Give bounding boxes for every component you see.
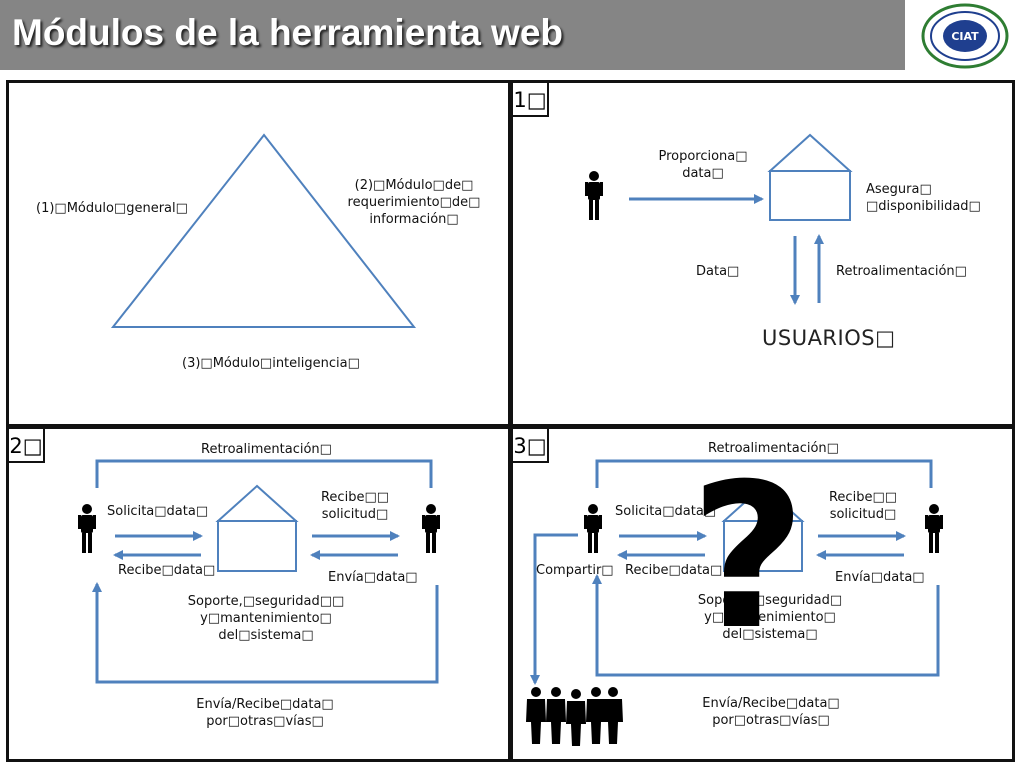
label-recibe-solicitud: Recibe□□ solicitud□: [828, 490, 898, 522]
person-icon: [584, 504, 602, 553]
label-envia-recibe: Envía/Recibe□data□ por□otras□vías□: [702, 696, 840, 728]
ciat-logo: CIAT: [921, 3, 1009, 69]
arrow-otras-vias: [592, 574, 940, 677]
panel-1: 1□: [510, 80, 1015, 427]
house-icon: [215, 484, 299, 572]
house-icon: [767, 133, 853, 221]
question-mark: ?: [690, 441, 807, 674]
page-title: Módulos de la herramienta web: [12, 12, 564, 53]
people-group-icon: [526, 687, 623, 746]
person-icon: [585, 171, 603, 220]
label-soporte: Soporte,□seguridad□□ y□mantenimiento□ de…: [187, 594, 345, 643]
panel-number: 2□: [9, 429, 45, 463]
person-icon: [422, 504, 440, 553]
panel-number: 3□: [513, 429, 549, 463]
header-bar: Módulos de la herramienta web: [0, 0, 905, 70]
retro-loop-line: [95, 459, 433, 488]
logo-text: CIAT: [951, 30, 979, 43]
panel-modules-triangle: [6, 80, 511, 427]
panel-2: 2□: [6, 426, 511, 762]
label-envia-data: Envía□data□: [835, 570, 925, 585]
label-envia-recibe: Envía/Recibe□data□ por□otras□vías□: [196, 697, 334, 729]
panel-number: 1□: [513, 83, 549, 117]
label-modulo-general: (1)□Módulo□general□: [36, 201, 188, 216]
label-asegura: Asegura□ □disponibilidad□: [866, 182, 981, 214]
label-modulo-requerimiento: (2)□Módulo□de□ requerimiento□de□ informa…: [347, 178, 481, 227]
arrow-otras-vias: [92, 582, 439, 684]
label-modulo-inteligencia: (3)□Módulo□inteligencia□: [182, 356, 360, 371]
label-proporciona-data: Proporciona□ data□: [658, 149, 748, 181]
label-data: Data□: [696, 264, 740, 279]
house-icon: [721, 484, 805, 572]
label-usuarios: USUARIOS□: [762, 326, 896, 350]
modules-triangle: [110, 133, 417, 328]
label-retroalimentacion: Retroalimentación□: [836, 264, 967, 279]
person-icon: [925, 504, 943, 553]
person-icon: [78, 504, 96, 553]
label-recibe-data: Recibe□data□: [118, 563, 216, 578]
label-recibe-data: Recibe□data□: [625, 563, 723, 578]
label-recibe-solicitud: Recibe□□ solicitud□: [320, 490, 390, 522]
label-soporte: Soporte,□seguridad□ y□mantenimiento□ del…: [697, 593, 843, 642]
label-solicita-data: Solicita□data□: [107, 504, 209, 519]
label-envia-data: Envía□data□: [328, 570, 418, 585]
label-solicita-data: Solicita□data□: [615, 504, 717, 519]
arrow-compartir: [530, 533, 578, 685]
retro-loop-line: [595, 459, 933, 488]
label-retroalimentacion: Retroalimentación□: [201, 442, 332, 457]
label-retroalimentacion: Retroalimentación□: [708, 441, 839, 456]
label-compartir: Compartir□: [536, 563, 614, 578]
